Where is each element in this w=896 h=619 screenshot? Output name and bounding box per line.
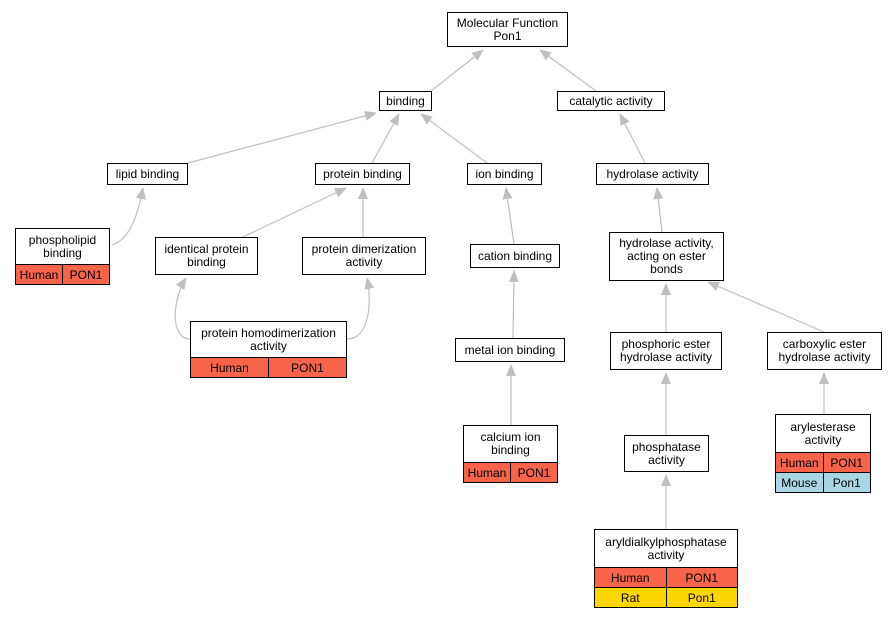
term-label: lipid binding — [115, 166, 180, 181]
term-label: arylesterase activity — [790, 419, 856, 447]
term-node-phosphatase[interactable]: phosphatase activity — [624, 435, 709, 472]
term-label: identical protein binding — [164, 242, 249, 269]
term-label: phosphoric ester hydrolase activity — [619, 337, 713, 364]
term-node-root[interactable]: Molecular Function Pon1 — [447, 12, 568, 47]
annotation-species: Human — [610, 570, 650, 585]
annotation-species: Human — [210, 360, 249, 375]
edge-catalytic — [539, 49, 597, 92]
edge-phospholipid-binding — [111, 187, 146, 246]
annotation-species: Human — [467, 465, 507, 480]
annotation-gene: PON1 — [510, 463, 557, 482]
edge-protein-binding — [371, 113, 400, 164]
term-node-carboxylic-ester[interactable]: carboxylic ester hydrolase activity — [767, 332, 882, 370]
term-node-catalytic[interactable]: catalytic activity — [557, 91, 665, 111]
term-label: cation binding — [477, 248, 553, 263]
term-label: protein binding — [323, 166, 402, 181]
term-label: catalytic activity — [569, 93, 653, 108]
term-label: metal ion binding — [464, 342, 556, 357]
term-label: ion binding — [475, 166, 534, 181]
term-node-protein-dimerization[interactable]: protein dimerization activity — [302, 237, 426, 275]
term-node-binding[interactable]: binding — [379, 91, 432, 111]
term-label: aryldialkylphosphatase activity — [605, 534, 727, 562]
annotation-row: Human PON1 — [191, 357, 346, 377]
edge-identical-protein-binding — [242, 187, 347, 238]
term-node-metal-ion-binding[interactable]: metal ion binding — [455, 338, 565, 362]
edge-hydrolase — [619, 113, 646, 164]
annotation-species: Human — [19, 267, 59, 282]
annotation-row: Human PON1 — [595, 567, 737, 587]
annotation-gene: Pon1 — [665, 588, 738, 607]
term-node-cation-binding[interactable]: cation binding — [470, 244, 560, 268]
annotation-gene: PON1 — [268, 358, 346, 377]
term-label: hydrolase activity, acting on ester bond… — [619, 236, 714, 276]
term-node-hydrolase-ester[interactable]: hydrolase activity, acting on ester bond… — [609, 232, 724, 281]
edge-cation-binding — [502, 187, 515, 245]
edge-hydrolase-ester — [653, 187, 664, 233]
term-label: carboxylic ester hydrolase activity — [778, 337, 871, 364]
term-label: phospholipid binding — [28, 232, 97, 260]
annotation-species: Rat — [620, 590, 640, 605]
annotation-gene: PON1 — [665, 568, 738, 587]
term-label: hydrolase activity — [606, 166, 699, 181]
term-node-protein-binding[interactable]: protein binding — [315, 163, 410, 185]
term-label: Molecular Function Pon1 — [456, 15, 559, 43]
edge-lipid-binding — [187, 110, 377, 164]
annotation-gene: Pon1 — [822, 473, 871, 492]
term-node-ion-binding[interactable]: ion binding — [467, 163, 542, 185]
annotation-species: Human — [779, 455, 819, 470]
term-node-hydrolase[interactable]: hydrolase activity — [596, 163, 709, 185]
annotation-gene: PON1 — [62, 265, 109, 284]
term-label: phosphatase activity — [632, 439, 701, 467]
annotation-row: Mouse Pon1 — [776, 472, 870, 492]
term-node-phosphoric-ester[interactable]: phosphoric ester hydrolase activity — [610, 332, 722, 370]
term-node-identical-protein-binding[interactable]: identical protein binding — [155, 237, 258, 275]
term-label: protein homodimerization activity — [201, 325, 336, 353]
edge-metal-ion-binding — [508, 270, 519, 339]
edge-carboxylic-ester — [707, 281, 825, 333]
edge-protein-homo-to-identical — [174, 277, 191, 340]
edge-protein-homo-to-dimer — [346, 277, 375, 340]
term-label: calcium ion binding — [480, 430, 541, 457]
term-label: binding — [386, 93, 425, 108]
edge-ion-binding — [420, 113, 488, 164]
annotation-row: Rat Pon1 — [595, 587, 737, 607]
annotation-gene: PON1 — [822, 453, 871, 472]
term-label: protein dimerization activity — [311, 242, 417, 269]
term-node-lipid-binding[interactable]: lipid binding — [107, 163, 188, 185]
annotation-species: Mouse — [781, 475, 818, 490]
edge-binding — [430, 49, 484, 92]
